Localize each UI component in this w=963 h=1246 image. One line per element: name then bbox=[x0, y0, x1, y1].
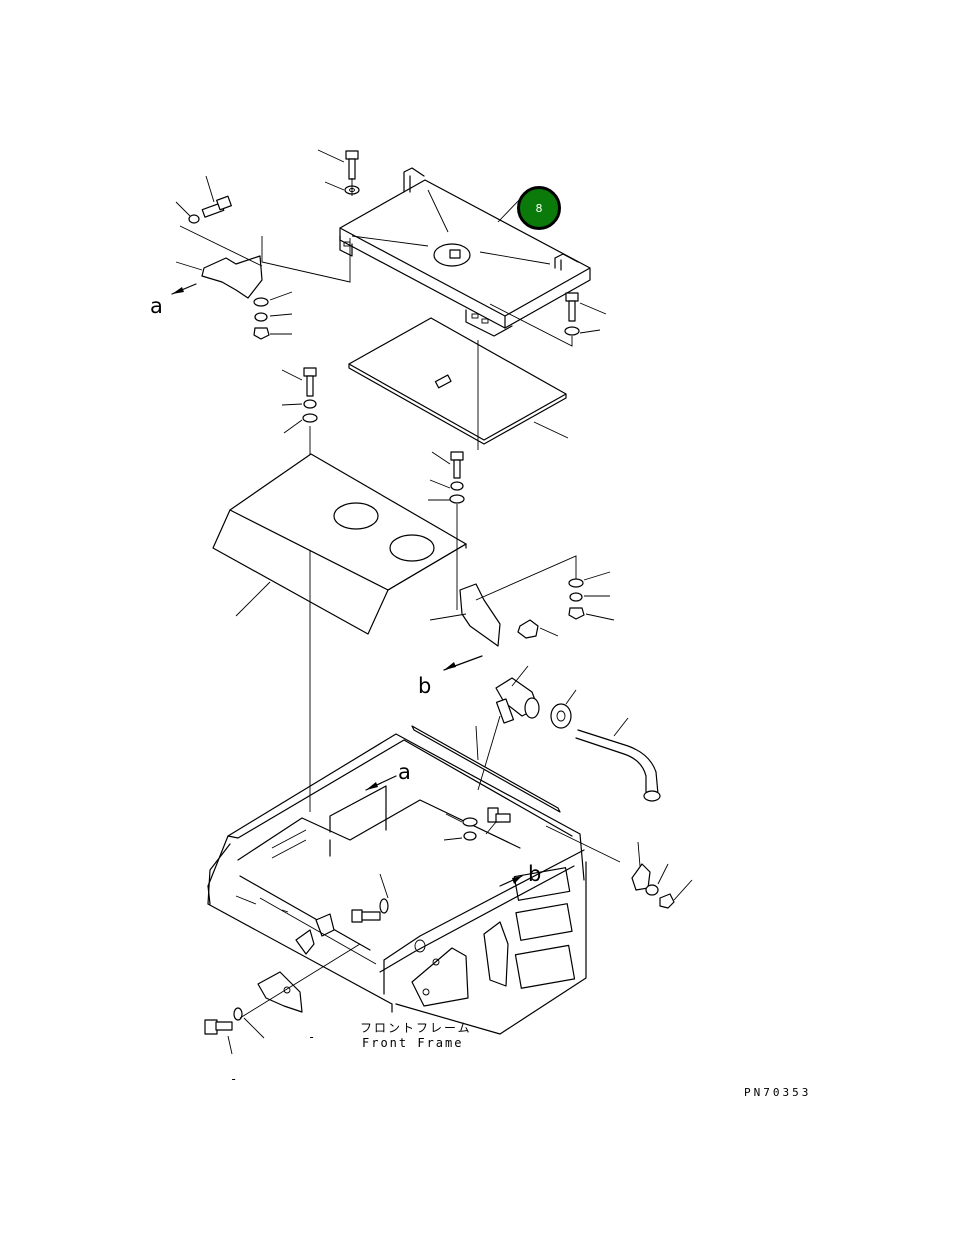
leader-mark-2: - bbox=[230, 1072, 240, 1086]
caption-japanese: フロントフレーム bbox=[360, 1021, 472, 1035]
caption-english: Front Frame bbox=[362, 1036, 464, 1050]
drain-pipe bbox=[575, 717, 661, 802]
mid-bracket-assembly bbox=[428, 451, 615, 671]
top-cover-plate bbox=[339, 167, 591, 337]
left-cover bbox=[212, 453, 467, 635]
view-label-b-frame: b bbox=[528, 862, 542, 886]
elbow-fitting bbox=[477, 665, 540, 791]
cover-bolt-left bbox=[317, 149, 360, 196]
fitting-nut bbox=[550, 689, 577, 729]
view-label-b-bracket: b bbox=[418, 674, 432, 698]
left-cover-bolt-stack bbox=[281, 367, 318, 812]
mid-plate bbox=[348, 317, 569, 450]
view-label-a-frame: a bbox=[398, 760, 411, 784]
leader-mark-1: - bbox=[308, 1030, 318, 1044]
view-label-a-top: a bbox=[150, 294, 163, 318]
front-frame bbox=[204, 725, 693, 1055]
part-callout-8[interactable]: 8 bbox=[517, 186, 561, 230]
left-bracket-assembly bbox=[171, 175, 351, 340]
cover-bolt-right bbox=[489, 292, 607, 347]
drawing-code: PN70353 bbox=[744, 1086, 812, 1099]
